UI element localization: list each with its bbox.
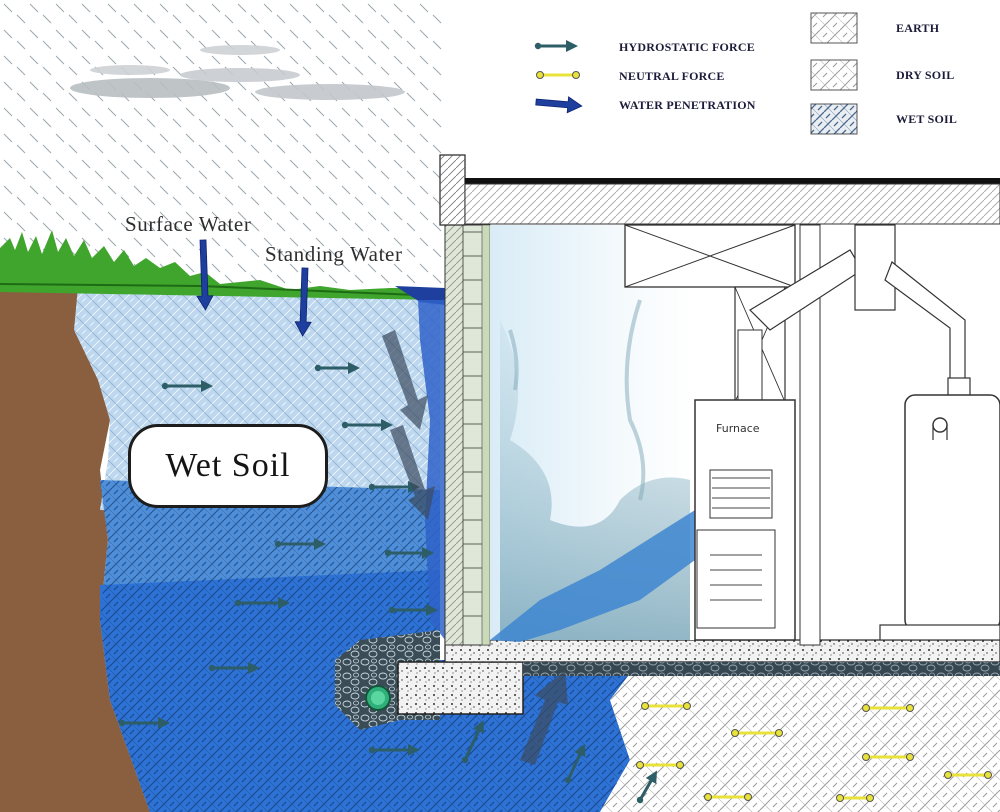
neutral-dumbbell-icon [704,793,752,801]
hydrostatic-arrow-icon [384,547,434,559]
water-arrow-icon [196,239,214,311]
seepage-flow-arrows [382,330,568,765]
furnace-label: Furnace [716,422,760,435]
hydrostatic-arrow-icon [534,40,578,52]
neutral-dumbbell-icon [836,794,874,802]
hydrostatic-arrow-icon [368,744,420,756]
basement-floor-water [490,510,695,642]
furnace-vent-lines [712,477,770,509]
hydrostatic-arrow-icon [341,419,393,431]
heater-vent [884,261,966,381]
hydrostatic-arrow-icon [274,538,326,550]
hydrostatic-arrow-icon [208,662,260,674]
hydrostatic-arrow-icon [234,597,290,609]
chimney-connector [854,224,896,311]
floor-line [465,178,1000,184]
wet-soil-callout: Wet Soil [128,424,328,508]
water-arrow-icon [294,267,312,337]
neutral-dumbbell-icon [536,71,580,79]
water-penetration-arrows [196,239,312,337]
neutral-dumbbell-icon [731,729,783,737]
hydrostatic-arrow-icon [118,717,170,729]
heater-valve-icon [932,417,948,433]
legend-label-neutral: NEUTRAL FORCE [619,69,725,83]
neutral-dumbbell-icon [862,753,914,761]
neutral-dumbbell-icon [862,704,914,712]
wall-seepage [418,300,445,640]
earth-swatch-icon [810,12,858,44]
water-heater [904,394,1000,631]
hydrostatic-force-arrows [118,362,657,804]
legend-label-dry-soil: DRY SOIL [896,68,955,82]
surface-water-label: Surface Water [125,212,252,236]
water-arrow-icon [535,96,583,114]
water-arrow-icon [535,96,583,114]
neutral-dumbbell-icon [641,702,691,710]
floor-slab [444,639,1000,663]
hydrostatic-arrow-icon [388,604,438,616]
dry-soil-swatch-icon [810,59,858,91]
standing-water-label: Standing Water [265,242,403,266]
neutral-dumbbell-icon [536,71,580,79]
hydrostatic-arrow-icon [564,743,586,784]
hydrostatic-arrow-icon [636,770,657,804]
neutral-dumbbell-icon [944,771,992,779]
hydrostatic-arrow-icon [314,362,360,374]
clouds [70,45,405,100]
grass [0,230,440,300]
pipe-column [799,224,821,646]
neutral-dumbbell-icon [636,761,684,769]
legend-label-hydrostatic: HYDROSTATIC FORCE [619,40,755,54]
hydrostatic-arrow-icon [534,40,578,52]
hydrostatic-arrow-icon [461,720,484,764]
earth-region [0,285,150,812]
footing [397,661,524,715]
hydrostatic-arrow-icon [161,380,213,392]
wet-soil-label: Wet Soil [165,447,291,484]
legend-label-wet-soil: WET SOIL [896,112,958,126]
neutral-force-marks [636,702,992,802]
legend-label-penetration: WATER PENETRATION [619,98,756,112]
wall-blocks [462,225,482,645]
legend-label-earth: EARTH [896,21,940,35]
